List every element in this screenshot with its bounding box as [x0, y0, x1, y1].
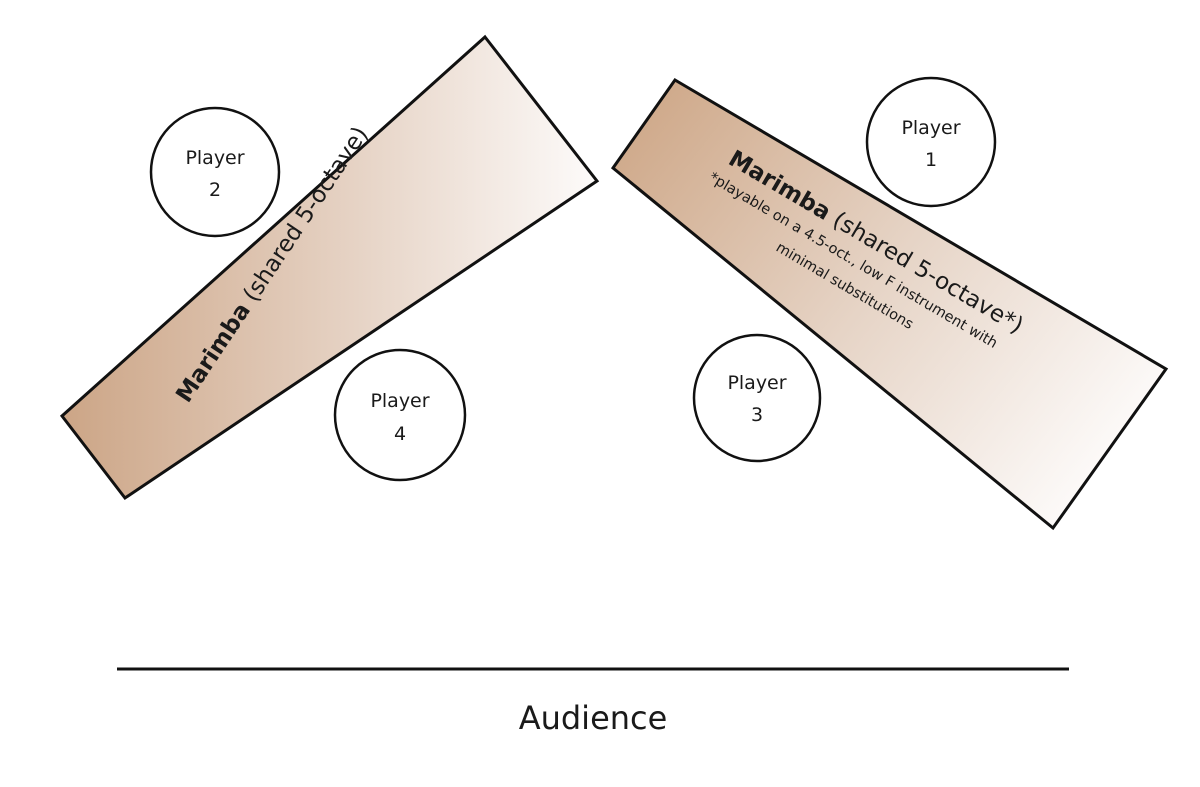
player-1-word: Player — [901, 117, 960, 139]
marimba-right: Marimba (shared 5-octave*) *playable on … — [610, 78, 1169, 531]
player-1: Player 1 — [865, 76, 997, 208]
player-2-word: Player — [185, 147, 244, 169]
player-3: Player 3 — [692, 333, 822, 463]
player-3-circle — [692, 333, 822, 463]
player-3-number: 3 — [751, 404, 763, 426]
player-1-number: 1 — [925, 149, 937, 171]
player-4-number: 4 — [394, 423, 406, 445]
audience-label: Audience — [519, 699, 668, 737]
player-2-number: 2 — [209, 179, 221, 201]
marimba-left-body — [59, 34, 600, 501]
marimba-right-body — [610, 78, 1169, 531]
player-2: Player 2 — [149, 106, 281, 238]
player-4: Player 4 — [333, 348, 467, 482]
marimba-left: Marimba (shared 5-octave) — [59, 34, 600, 501]
player-4-circle — [333, 348, 467, 482]
player-3-word: Player — [727, 372, 786, 394]
player-4-word: Player — [370, 390, 429, 412]
player-1-circle — [865, 76, 997, 208]
player-2-circle — [149, 106, 281, 238]
